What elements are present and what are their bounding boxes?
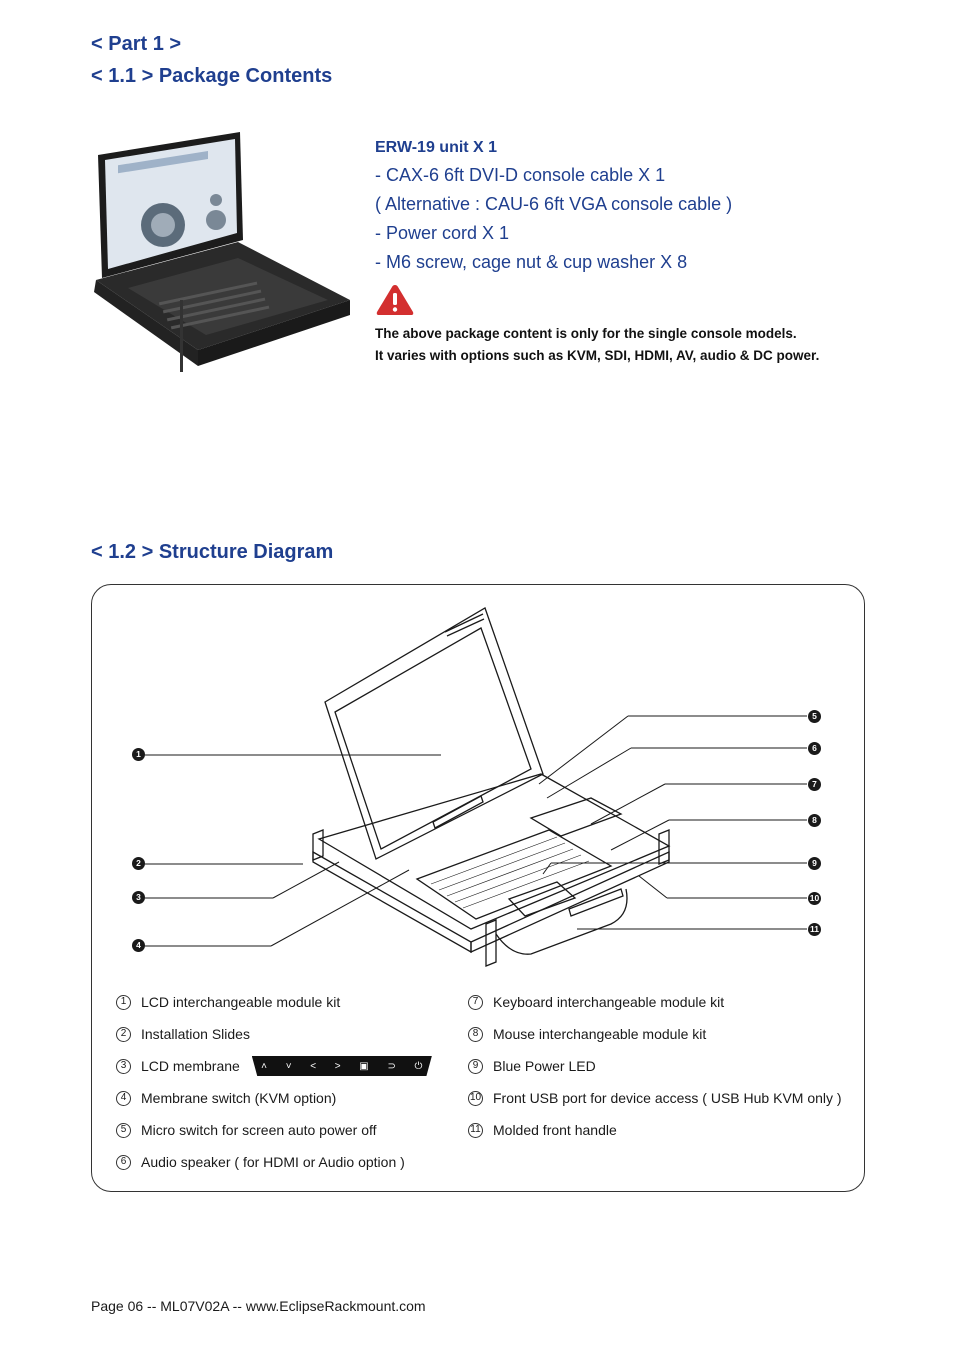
legend-item: 3 LCD membrane ˄ ˅ < > ▣ ⊃ ⏻ [116,1056,432,1076]
legend-label: LCD membrane [141,1058,240,1074]
legend-number: 4 [116,1091,131,1106]
legend-item: 10 Front USB port for device access ( US… [468,1088,842,1108]
callout-10: 10 [808,892,821,905]
menu-icon: ▣ [359,1061,368,1072]
power-icon: ⏻ [415,1061,423,1072]
callout-1: 1 [132,748,145,761]
legend-number: 6 [116,1155,131,1170]
up-arrow-icon: ˄ [261,1061,267,1072]
package-item: - CAX-6 6ft DVI-D console cable X 1 [375,161,665,190]
package-note-line2: It varies with options such as KVM, SDI,… [375,345,819,366]
part-heading: < Part 1 > [91,33,181,56]
legend-item: 6 Audio speaker ( for HDMI or Audio opti… [116,1152,432,1172]
callout-7: 7 [808,778,821,791]
package-unit: ERW-19 unit X 1 [375,133,497,162]
legend-number: 2 [116,1027,131,1042]
structure-diagram-heading: < 1.2 > Structure Diagram [91,541,333,564]
legend-label: Installation Slides [141,1026,250,1042]
right-arrow-icon: > [335,1061,341,1072]
package-item: - Power cord X 1 [375,219,509,248]
legend-label: Audio speaker ( for HDMI or Audio option… [141,1154,405,1170]
legend-number: 5 [116,1123,131,1138]
legend-item: 9 Blue Power LED [468,1056,842,1076]
page-footer: Page 06 -- ML07V02A -- www.EclipseRackmo… [91,1298,426,1314]
legend-label: Keyboard interchangeable module kit [493,994,724,1010]
legend-label: Blue Power LED [493,1058,596,1074]
callout-4: 4 [132,939,145,952]
legend-right: 7 Keyboard interchangeable module kit 8 … [468,992,842,1140]
legend-left: 1 LCD interchangeable module kit 2 Insta… [116,992,432,1172]
return-icon: ⊃ [387,1061,395,1072]
callout-6: 6 [808,742,821,755]
down-arrow-icon: ˅ [286,1061,292,1072]
callout-5: 5 [808,710,821,723]
warning-triangle-icon [375,283,415,317]
legend-item: 11 Molded front handle [468,1120,842,1140]
legend-item: 8 Mouse interchangeable module kit [468,1024,842,1044]
legend-number: 3 [116,1059,131,1074]
legend-label: Mouse interchangeable module kit [493,1026,706,1042]
callout-11: 11 [808,923,821,936]
legend-item: 2 Installation Slides [116,1024,432,1044]
package-note-line1: The above package content is only for th… [375,323,797,344]
legend-label: Membrane switch (KVM option) [141,1090,336,1106]
package-contents-heading: < 1.1 > Package Contents [91,65,332,88]
left-arrow-icon: < [310,1061,316,1072]
legend-number: 10 [468,1091,483,1106]
legend-label: Front USB port for device access ( USB H… [493,1090,842,1106]
lcd-membrane-strip: ˄ ˅ < > ▣ ⊃ ⏻ [252,1056,432,1076]
legend-item: 4 Membrane switch (KVM option) [116,1088,432,1108]
legend-number: 9 [468,1059,483,1074]
callout-3: 3 [132,891,145,904]
callout-2: 2 [132,857,145,870]
package-item: - M6 screw, cage nut & cup washer X 8 [375,248,687,277]
legend-label: Molded front handle [493,1122,617,1138]
legend-item: 1 LCD interchangeable module kit [116,992,432,1012]
callout-9: 9 [808,857,821,870]
legend-label: LCD interchangeable module kit [141,994,340,1010]
legend-label: Micro switch for screen auto power off [141,1122,377,1138]
legend-number: 7 [468,995,483,1010]
product-photo [88,130,356,375]
legend-number: 11 [468,1123,483,1138]
callout-8: 8 [808,814,821,827]
legend-number: 1 [116,995,131,1010]
legend-number: 8 [468,1027,483,1042]
package-item: ( Alternative : CAU-6 6ft VGA console ca… [375,190,732,219]
legend-item: 7 Keyboard interchangeable module kit [468,992,842,1012]
legend-item: 5 Micro switch for screen auto power off [116,1120,432,1140]
